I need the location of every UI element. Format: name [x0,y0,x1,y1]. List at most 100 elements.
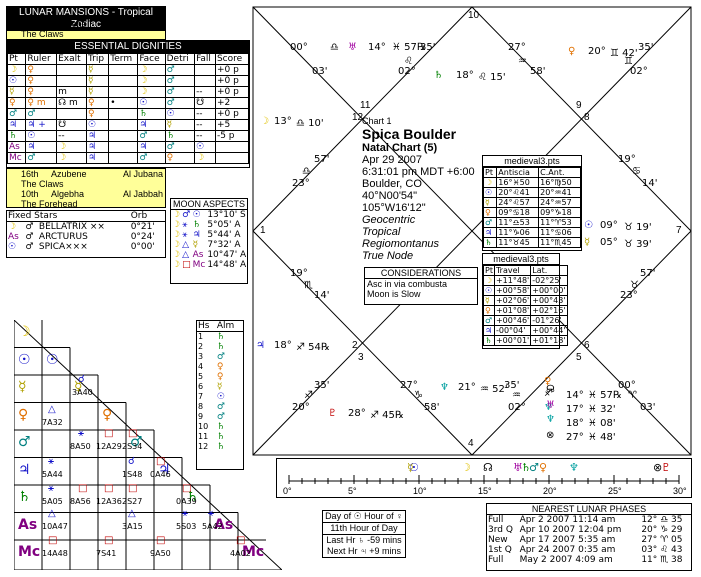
almuten-row: 9♂ [197,412,243,422]
wheel-label: ♐ 45℞ [370,410,404,421]
dignity-cell [108,75,139,87]
col-header: Fall [194,53,216,65]
dignity-cell [108,119,139,131]
medieval-value: 24°♌57 [496,197,540,208]
dignity-cell: +5 [214,119,250,131]
almuten-row: 10♄ [197,422,243,432]
grid-aspect-symbol: ⚹ [48,483,54,494]
wheel-label: ♎ 10' [296,118,324,129]
almuten-row: 5♀ [197,372,243,382]
medieval-value: 11°♏45 [538,237,581,248]
aspect-to: ☿ [192,240,199,250]
dignity-cell: ♃ [85,130,110,142]
consideration-item: Asc in via combusta [367,279,448,289]
col-header: Antiscia [496,167,540,178]
chart-zodiac-type: Tropical [362,226,401,238]
chart-coords: 40°N00'54" 105°W16'12" [362,190,426,214]
dignity-cell: ♀ [25,75,58,87]
almuten-planet: ♂ [216,412,225,422]
strip-planet: ♆ [569,461,579,474]
grid-aspect-symbol: □ [104,428,114,439]
dignity-cell: ☿ [164,119,196,131]
medieval-value: 11°♈53 [538,217,581,228]
wheel-label: ♐ [304,390,313,401]
almuten-planet: ☿ [216,382,223,392]
almuten-row: 8♂ [197,402,243,412]
col-header: Pt [482,167,498,178]
dignity-cell: ♀ [85,97,110,109]
medieval-value: -02°25' [530,275,568,286]
dignity-cell: ♂ [137,152,166,164]
wheel-label: ♇ [328,408,337,419]
wheel-label: 20° [588,46,606,57]
col-header: Pt [483,265,495,276]
wheel-label: ☊ [546,384,555,395]
almuten-row: 6☿ [197,382,243,392]
dignity-row: ☉♀☿☽♂+0 p [6,75,250,87]
dignity-cell: ♀ [25,64,58,76]
aspect-symbol: □ [182,260,191,270]
wheel-label: 19° [290,268,308,279]
strip-planet: ☉ [409,461,419,474]
considerations-title: CONSIDERATIONS [365,268,477,279]
medieval-value: +02°16' [530,305,568,316]
moon-aspect-row: ☽⚹♃5°44' A [171,230,247,240]
grid-row-label: ♀ [102,406,113,423]
medieval-value: +11°48' [493,275,532,286]
house-number: 7 [198,392,204,401]
grid-aspect-orb: 10A47 [42,522,68,531]
dignity-cell: ☿ [6,86,27,98]
house-number: 5 [198,372,204,381]
grid-col-label: ♃ [18,461,31,478]
chart-type: Natal Chart (5) [362,142,438,154]
aspect-symbol: ♂ [182,210,191,220]
col-header: C.Ant. [538,167,581,178]
medieval-point: ☿ [482,197,498,208]
medieval-point: ☉ [483,285,495,296]
strip-tick-label: 10° [413,486,427,496]
dignity-cell [108,130,139,142]
almuten-planet: ♂ [216,402,225,412]
dignity-cell [56,108,87,120]
wheel-label: 13° [274,116,292,127]
phase-name: New [488,535,508,545]
wheel-label: 35' [420,42,436,53]
wheel-label: 02° [630,66,648,77]
aspect-from: ☽ [172,210,181,220]
dignity-cell: ♀ [25,86,58,98]
dignity-cell: ☿ [85,86,110,98]
almuten-planet: ☉ [216,392,225,402]
dignity-row: ☽♀☿☽♂+0 p [6,64,250,76]
grid-aspect-orb: 2S27 [122,497,143,506]
phase-date: Apr 24 2007 0:35 am [519,545,616,555]
medieval-value: +00°46' [493,315,532,326]
dignity-cell: ♃ + [25,119,58,131]
wheel-label: ♃ [256,340,265,351]
col-header: Exalt [56,53,87,65]
mansion-arabic: Al Jubana [123,19,164,29]
aspect-symbol: ⚹ [182,220,188,230]
medieval-value: 20°♌41 [496,187,540,198]
dignity-cell: ☽ [56,141,87,153]
phase-position: 27° ♈ 05 [641,535,683,545]
dignity-cell: As [6,141,27,153]
wheel-label: ☿ [584,237,591,248]
dignity-cell: ♃ [6,119,27,131]
lunar-mansions-title: LUNAR MANSIONS - Tropical Zodiac [7,7,165,31]
grid-aspect-orb: 8A50 [70,442,91,451]
wheel-label: ♒ [512,390,521,401]
grid-aspect-orb: 0A46 [150,470,171,479]
medieval-value: +02°06' [493,295,532,306]
wheel-label: ♈ [628,390,637,401]
grid-row-label: ♄ [186,489,199,505]
chart-house-system: Regiomontanus [362,238,440,250]
wheel-label: ♀ [544,376,552,387]
wheel-label: ♆ [546,414,555,425]
almuten-planet: ♀ [216,362,224,372]
medieval-antiscia-panel: medieval3.pts Pt Antiscia C.Ant. ☽16°♓50… [482,155,582,251]
phase-name: 1st Q [488,545,512,555]
